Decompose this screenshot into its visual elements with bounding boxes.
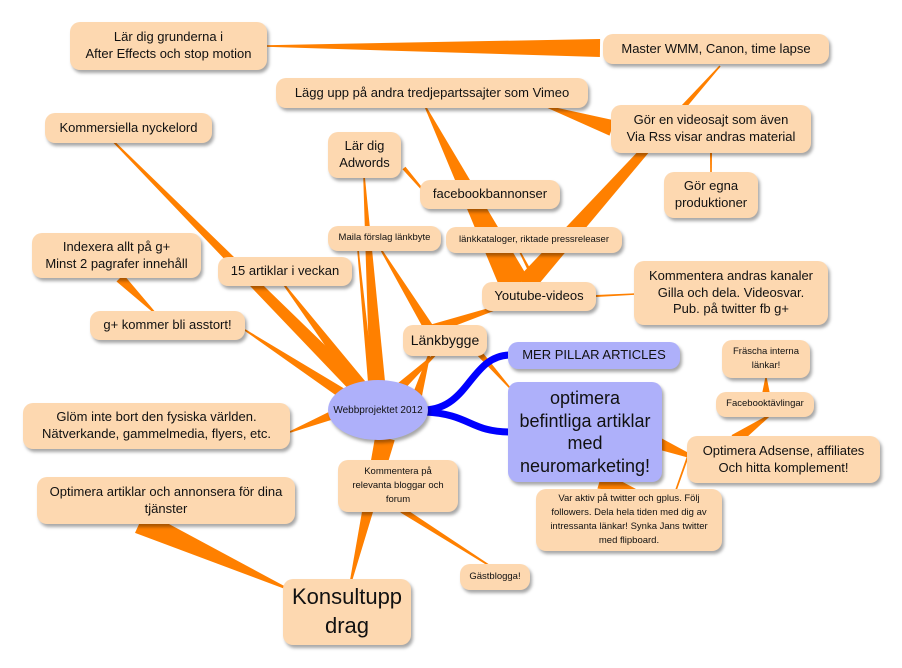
- link-tjanster-konsult: [135, 511, 291, 591]
- link-bloggar-gastblogga: [400, 507, 491, 567]
- link-central-15-artiklar: [281, 281, 376, 403]
- node-optimera-befintliga[interactable]: optimera befintliga artiklar med neuroma…: [508, 382, 662, 482]
- node-youtube-videos[interactable]: Youtube-videos: [482, 282, 596, 311]
- node-kommentera-kanaler[interactable]: Kommentera andras kanaler Gilla och dela…: [634, 261, 828, 325]
- link-lankbygge-maila: [379, 247, 435, 333]
- node-egna-produktioner[interactable]: Gör egna produktioner: [664, 172, 758, 218]
- link-indexera-gplus: [116, 274, 156, 314]
- link-youtube-kommentera: [596, 293, 636, 297]
- node-indexera[interactable]: Indexera allt på g+ Minst 2 pagrafer inn…: [32, 233, 201, 278]
- node-mer-pillar-articles[interactable]: MER PILLAR ARTICLES: [508, 342, 680, 369]
- node-glom-inte[interactable]: Glöm inte bort den fysiska världen. Nätv…: [23, 403, 290, 449]
- link-adsense-varaktiv: [675, 455, 689, 491]
- node-adwords[interactable]: Lär dig Adwords: [328, 132, 401, 178]
- link-vimeo-videosajt: [544, 105, 615, 136]
- link-videosajt-egna: [710, 153, 712, 174]
- link-central-mer-pillar: [421, 351, 514, 414]
- node-optimera-tjanster[interactable]: Optimera artiklar och annonsera för dina…: [37, 477, 295, 524]
- link-central-optimera-befintliga: [421, 408, 514, 436]
- link-central-gplus: [244, 329, 364, 410]
- link-youtube-lankkataloger: [519, 251, 538, 284]
- node-lankkataloger[interactable]: länkkataloger, riktade pressreleaser: [446, 227, 622, 253]
- node-master-wmm[interactable]: Master WMM, Canon, time lapse: [603, 34, 829, 64]
- node-videosajt[interactable]: Gör en videosajt som även Via Rss visar …: [611, 105, 811, 153]
- link-facebooktavlingar-frascha: [762, 378, 770, 394]
- node-gastblogga[interactable]: Gästblogga!: [460, 564, 530, 590]
- node-optimera-adsense[interactable]: Optimera Adsense, affiliates Och hitta k…: [687, 436, 880, 483]
- node-gplus[interactable]: g+ kommer bli asstort!: [90, 311, 245, 340]
- node-konsultuppdrag[interactable]: Konsultupp drag: [283, 579, 411, 645]
- node-facebookbannonser[interactable]: facebookbannonser: [420, 180, 560, 209]
- node-maila[interactable]: Maila förslag länkbyte: [328, 226, 441, 251]
- link-master-aftereffects: [265, 39, 601, 57]
- node-webbprojektet-central[interactable]: Webbprojektet 2012: [328, 380, 428, 440]
- node-kommersiella[interactable]: Kommersiella nyckelord: [45, 113, 212, 143]
- node-facebooktavlingar[interactable]: Facebooktävlingar: [716, 392, 814, 417]
- node-frascha-lankar[interactable]: Fräscha interna länkar!: [722, 340, 810, 378]
- node-vimeo[interactable]: Lägg upp på andra tredjepartssajter som …: [276, 78, 588, 108]
- node-lankbygge[interactable]: Länkbygge: [403, 325, 487, 356]
- node-15-artiklar[interactable]: 15 artiklar i veckan: [218, 257, 352, 286]
- node-after-effects[interactable]: Lär dig grunderna i After Effects och st…: [70, 22, 267, 70]
- link-central-maila: [357, 249, 375, 395]
- node-kommentera-bloggar[interactable]: Kommentera på relevanta bloggar och foru…: [338, 460, 458, 512]
- node-var-aktiv[interactable]: Var aktiv på twitter och gplus. Följ fol…: [536, 489, 722, 551]
